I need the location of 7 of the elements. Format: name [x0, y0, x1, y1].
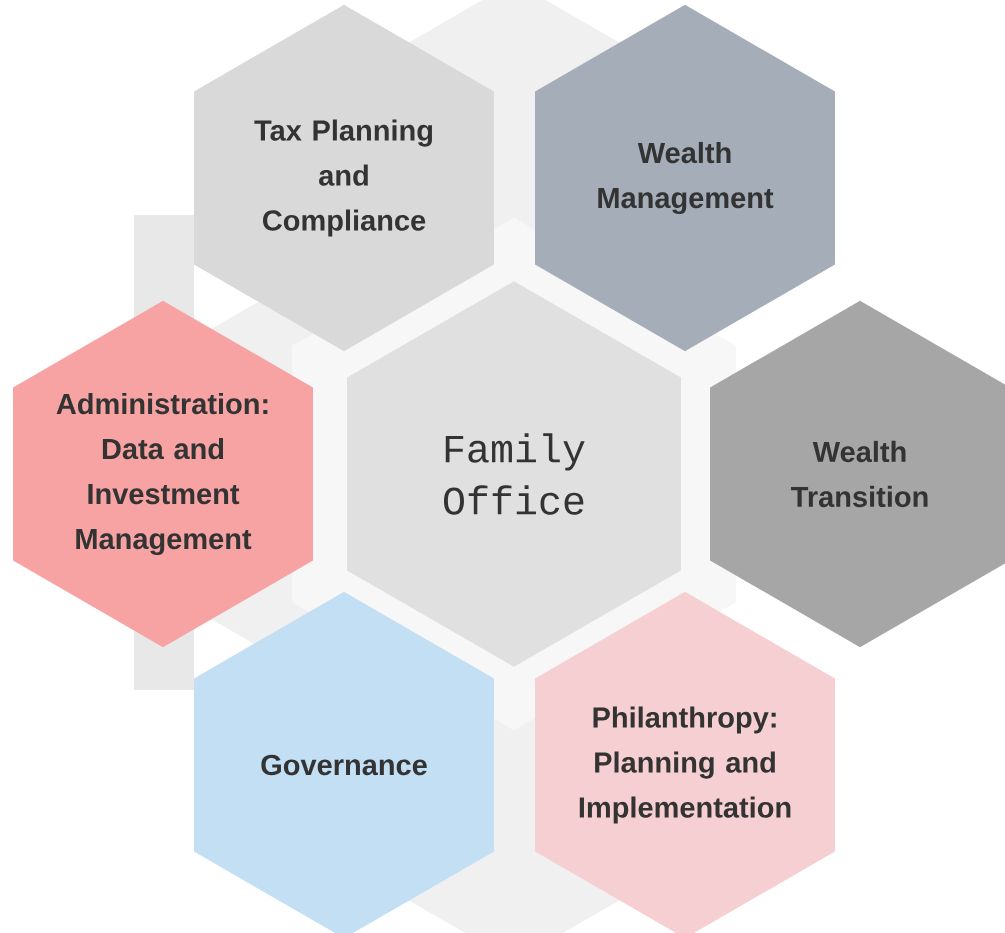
hexagon: Wealth Management	[535, 4, 835, 352]
hexagon: Tax Planning and Compliance	[194, 4, 494, 352]
hexagon: Wealth Transition	[710, 300, 1005, 648]
hexagon: Governance	[194, 591, 494, 933]
center-hexagon: Family Office	[347, 281, 681, 667]
hexagon: Philanthropy: Planning and Implementation	[535, 591, 835, 933]
hexagon: Administration: Data and Investment Management	[13, 300, 313, 648]
